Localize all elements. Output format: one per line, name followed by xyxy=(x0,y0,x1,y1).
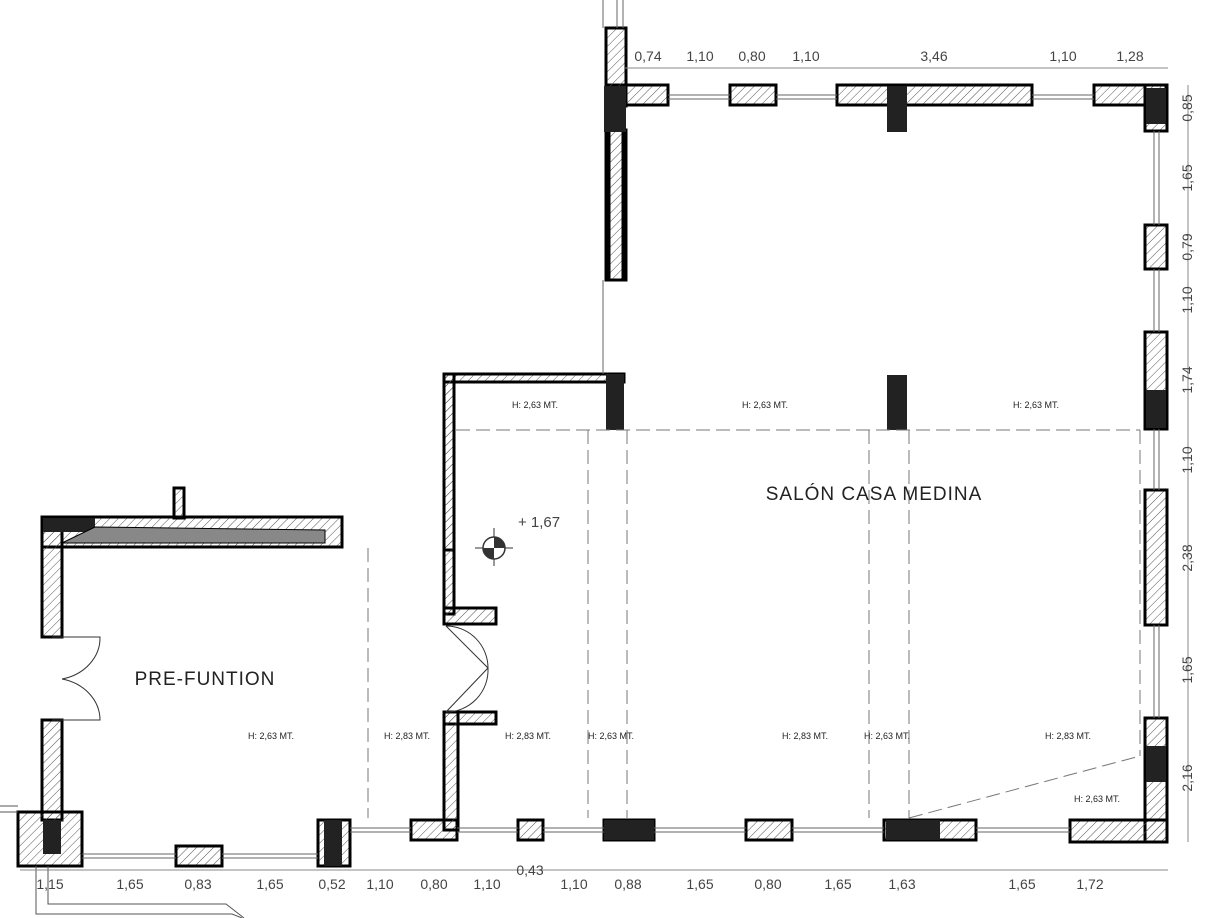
dimension-bottom: 1,72 xyxy=(1076,876,1103,892)
dimension-top: 1,10 xyxy=(686,48,713,64)
doors xyxy=(52,625,489,721)
room-label-main: SALÓN CASA MEDINA xyxy=(766,483,983,505)
dimension-right: 1,10 xyxy=(1179,286,1195,313)
dimension-bottom: 0,83 xyxy=(184,876,211,892)
ceiling-dashed-lines xyxy=(367,429,1141,819)
dimension-bottom: 0,80 xyxy=(754,876,781,892)
dimension-bottom: 1,10 xyxy=(560,876,587,892)
dimension-right: 2,38 xyxy=(1179,544,1195,571)
height-label: H: 2,63 MT. xyxy=(864,731,910,741)
room-label-prefunction: PRE-FUNTION xyxy=(135,669,276,690)
window-glazing xyxy=(82,0,1160,859)
leader-lines xyxy=(0,805,245,918)
dimension-extra: 0,43 xyxy=(516,862,543,878)
level-marker-icon xyxy=(475,528,513,566)
dimension-bottom: 0,88 xyxy=(614,876,641,892)
height-label: H: 2,83 MT. xyxy=(1045,731,1091,741)
dimension-top: 1,28 xyxy=(1116,48,1143,64)
dimension-bottom: 1,63 xyxy=(888,876,915,892)
dimension-bottom: 1,15 xyxy=(36,876,63,892)
dimension-bottom: 1,65 xyxy=(256,876,283,892)
dimension-bottom: 1,10 xyxy=(366,876,393,892)
height-label: H: 2,83 MT. xyxy=(384,731,430,741)
dimension-bottom: 0,80 xyxy=(420,876,447,892)
height-label: H: 2,63 MT. xyxy=(588,731,634,741)
dimension-lines xyxy=(20,67,1189,871)
structural-columns xyxy=(43,86,1166,866)
dimension-bottom: 1,65 xyxy=(686,876,713,892)
dimension-bottom: 1,65 xyxy=(1008,876,1035,892)
dimension-top: 3,46 xyxy=(920,48,947,64)
dimension-top: 0,74 xyxy=(634,48,661,64)
height-label: H: 2,63 MT. xyxy=(512,400,558,410)
dimension-right: 1,74 xyxy=(1179,366,1195,393)
wall-wedge xyxy=(61,526,326,544)
dimension-bottom: 1,65 xyxy=(824,876,851,892)
dimension-right: 2,16 xyxy=(1179,764,1195,791)
level-mark: + 1,67 xyxy=(518,514,560,531)
dimension-bottom: 0,52 xyxy=(318,876,345,892)
height-label: H: 2,63 MT. xyxy=(742,400,788,410)
dimension-right: 0,85 xyxy=(1179,94,1195,121)
dimension-top: 0,80 xyxy=(738,48,765,64)
height-label: H: 2,63 MT. xyxy=(1013,400,1059,410)
dimension-right: 1,10 xyxy=(1179,446,1195,473)
dimension-right: 1,65 xyxy=(1179,164,1195,191)
dimension-bottom: 1,10 xyxy=(473,876,500,892)
dimension-top: 1,10 xyxy=(1049,48,1076,64)
height-label: H: 2,83 MT. xyxy=(782,731,828,741)
height-label: H: 2,63 MT. xyxy=(1074,794,1120,804)
dimension-right: 0,79 xyxy=(1179,233,1195,260)
dimension-right: 1,65 xyxy=(1179,656,1195,683)
height-label: H: 2,83 MT. xyxy=(505,731,551,741)
dimension-top: 1,10 xyxy=(792,48,819,64)
dimension-bottom: 1,65 xyxy=(116,876,143,892)
height-label: H: 2,63 MT. xyxy=(248,731,294,741)
